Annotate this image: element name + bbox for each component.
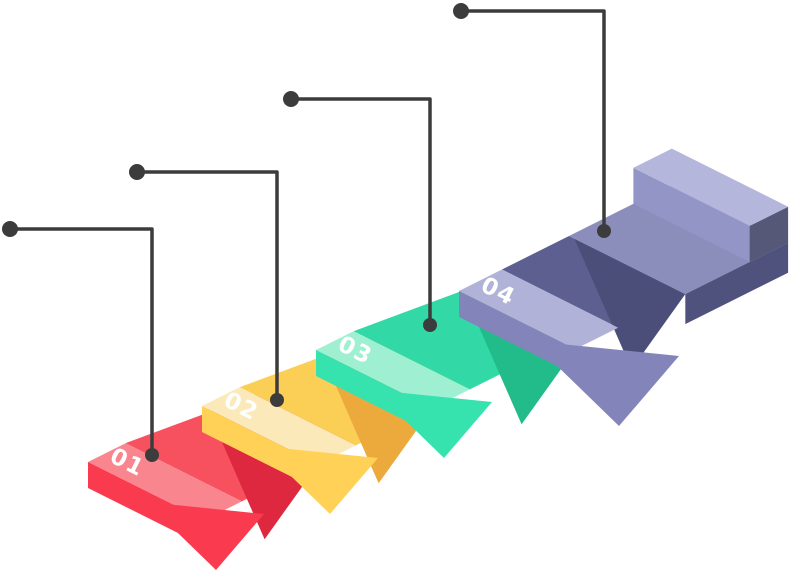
- callout-02-line: [137, 170, 279, 400]
- step-04-ledge-front: [633, 167, 750, 262]
- callout-03-target-dot: [423, 318, 437, 332]
- step-01-tip-face: [146, 502, 264, 570]
- callout-01-line: [10, 227, 154, 455]
- step-02-tip-face: [260, 446, 378, 514]
- step-02-top-strip: [202, 387, 356, 465]
- step-04-ledge-side: [749, 206, 789, 262]
- callout-01-target-dot: [145, 448, 159, 462]
- callout-03-dot: [283, 91, 299, 107]
- step-01-top-strip: [88, 443, 242, 521]
- callout-04-dot: [453, 3, 469, 19]
- step-04-notch-face: [574, 238, 686, 370]
- step-03-top-strip: [316, 331, 470, 409]
- callout-04-target-dot: [597, 224, 611, 238]
- callout-03-line: [291, 97, 432, 325]
- step-04-ledge-top: [633, 148, 789, 226]
- callout-02-target-dot: [270, 393, 284, 407]
- step-04-top-strip: [459, 269, 619, 350]
- callout-04-line: [461, 9, 606, 231]
- step-03-tip-face: [374, 390, 492, 458]
- step-04-platform-top: [569, 184, 789, 295]
- callout-02-dot: [129, 164, 145, 180]
- step-04-platform-side: [685, 242, 789, 325]
- step-04-tip-face: [531, 341, 679, 426]
- callout-01-dot: [2, 221, 18, 237]
